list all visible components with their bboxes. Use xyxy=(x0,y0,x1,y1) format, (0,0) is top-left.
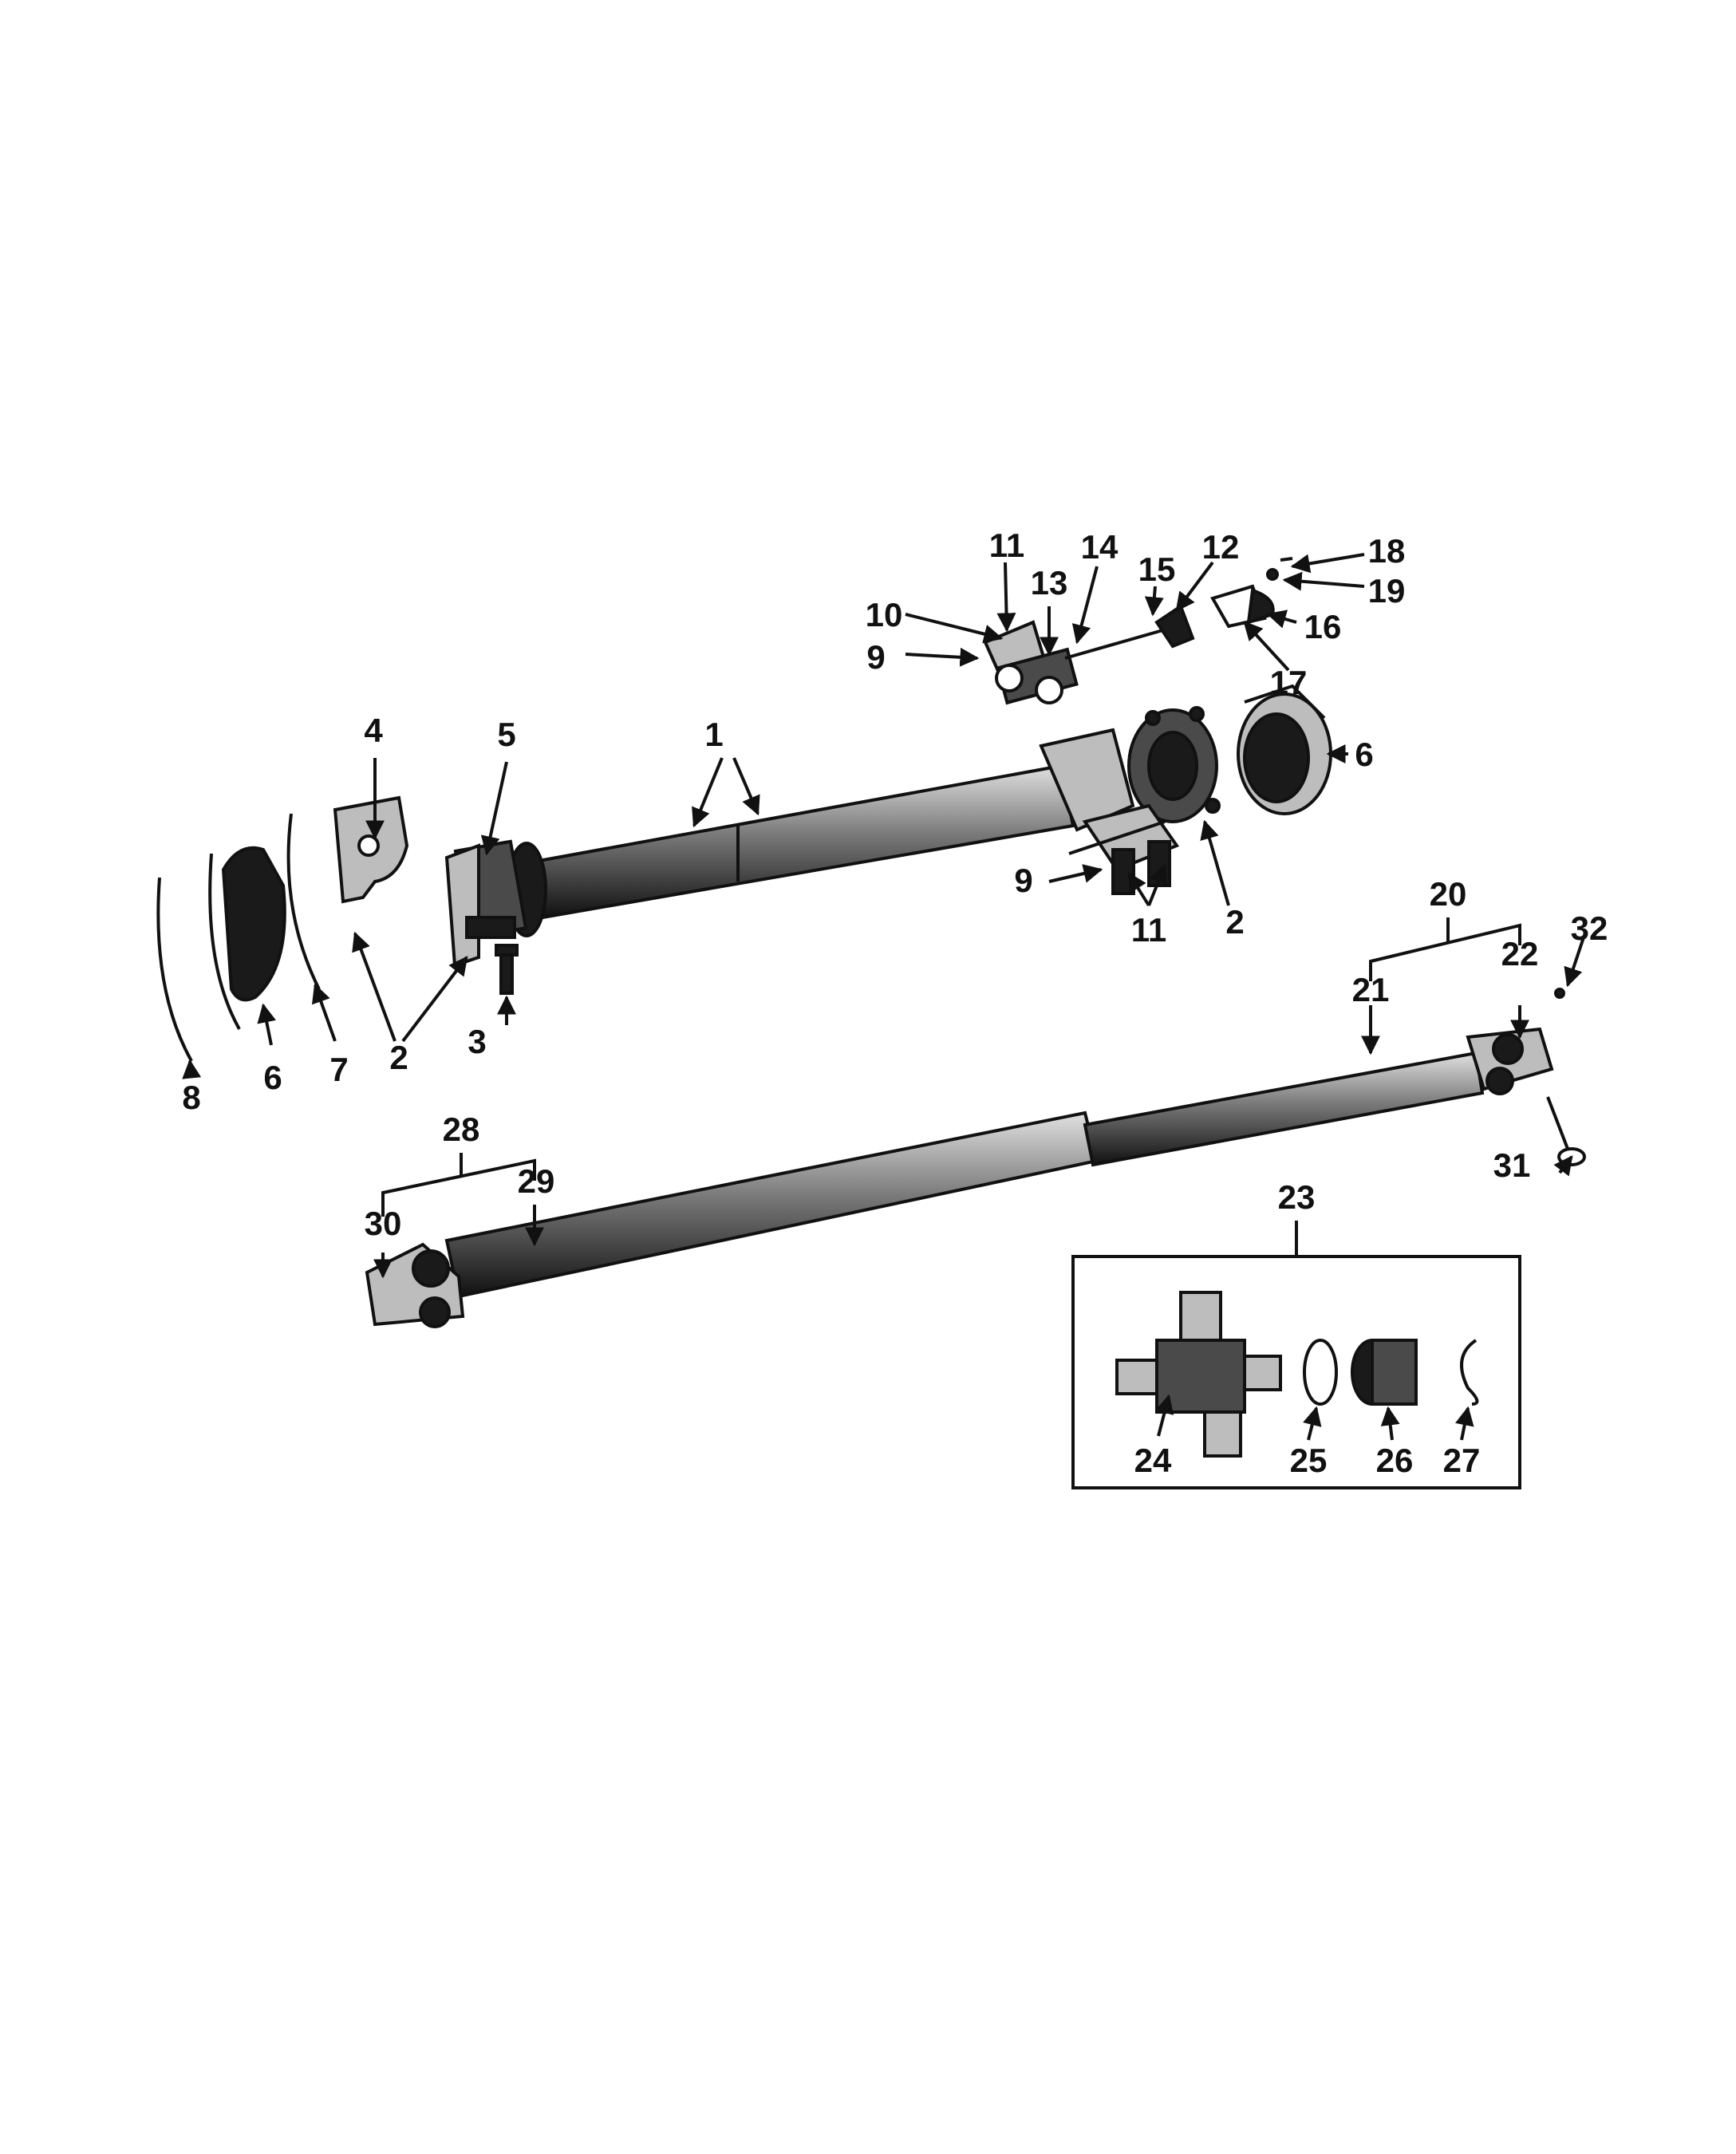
callout-7: 7 xyxy=(329,1051,348,1088)
lower-shaft-slip xyxy=(1083,1051,1485,1167)
left-bearing-housing xyxy=(444,839,547,968)
callout-10: 10 xyxy=(866,596,903,633)
bolt-31 xyxy=(1546,1096,1586,1166)
callout-9: 9 xyxy=(1014,862,1032,899)
callout-15: 15 xyxy=(1138,550,1176,588)
right-yoke xyxy=(1466,1027,1554,1095)
callout-3: 3 xyxy=(468,1023,486,1060)
right-cap xyxy=(1237,684,1332,815)
callout-11: 11 xyxy=(989,527,1024,564)
callout-8: 8 xyxy=(182,1079,200,1116)
callout-2: 2 xyxy=(1225,903,1244,941)
callout-20: 20 xyxy=(1430,875,1467,913)
callout-6: 6 xyxy=(1355,736,1373,773)
callout-17: 17 xyxy=(1270,664,1308,701)
callout-28: 28 xyxy=(443,1111,480,1148)
lower-shaft-tube xyxy=(444,1111,1099,1299)
left-exploded-parts xyxy=(156,795,409,1062)
snap-ring xyxy=(1460,1339,1479,1406)
callout-18: 18 xyxy=(1368,532,1406,570)
spider-cross xyxy=(1115,1291,1282,1458)
callout-32: 32 xyxy=(1571,909,1608,947)
callout-19: 19 xyxy=(1368,572,1406,610)
callout-21: 21 xyxy=(1352,971,1390,1008)
callout-4: 4 xyxy=(364,712,383,749)
callout-27: 27 xyxy=(1443,1442,1481,1479)
lower-drive-shaft xyxy=(365,988,1586,1328)
needle-bearing xyxy=(1351,1339,1418,1406)
callout-30: 30 xyxy=(365,1205,402,1242)
linkage-assembly xyxy=(983,557,1293,705)
callout-11: 11 xyxy=(1131,911,1166,949)
upper-shaft-assembly xyxy=(156,684,1332,1062)
callout-2: 2 xyxy=(389,1039,408,1076)
pin-32 xyxy=(1554,988,1565,999)
callout-31: 31 xyxy=(1493,1146,1531,1184)
callout-29: 29 xyxy=(518,1162,555,1200)
callout-23: 23 xyxy=(1278,1178,1316,1216)
callout-6: 6 xyxy=(263,1059,282,1096)
callout-5: 5 xyxy=(497,716,515,753)
callout-22: 22 xyxy=(1501,935,1539,972)
right-bearing-housing xyxy=(1039,706,1221,832)
bolt-3 xyxy=(495,944,519,995)
callout-12: 12 xyxy=(1202,528,1240,566)
callout-labels: 1 2 2 3 4 5 6 6 7 8 9 9 10 11 11 12 13 1… xyxy=(182,527,1608,1479)
main-tube xyxy=(532,763,1075,920)
callout-1: 1 xyxy=(704,716,723,753)
callout-9: 9 xyxy=(866,638,885,676)
callout-16: 16 xyxy=(1304,608,1342,645)
leader-lines xyxy=(182,553,1585,1441)
lower-bracket xyxy=(1068,803,1180,895)
callout-26: 26 xyxy=(1376,1442,1414,1479)
callout-24: 24 xyxy=(1134,1442,1172,1479)
callout-13: 13 xyxy=(1031,564,1068,602)
group-brackets xyxy=(381,917,1521,1256)
seal-ring xyxy=(1303,1339,1338,1406)
callout-14: 14 xyxy=(1081,528,1119,566)
callout-25: 25 xyxy=(1290,1442,1328,1479)
